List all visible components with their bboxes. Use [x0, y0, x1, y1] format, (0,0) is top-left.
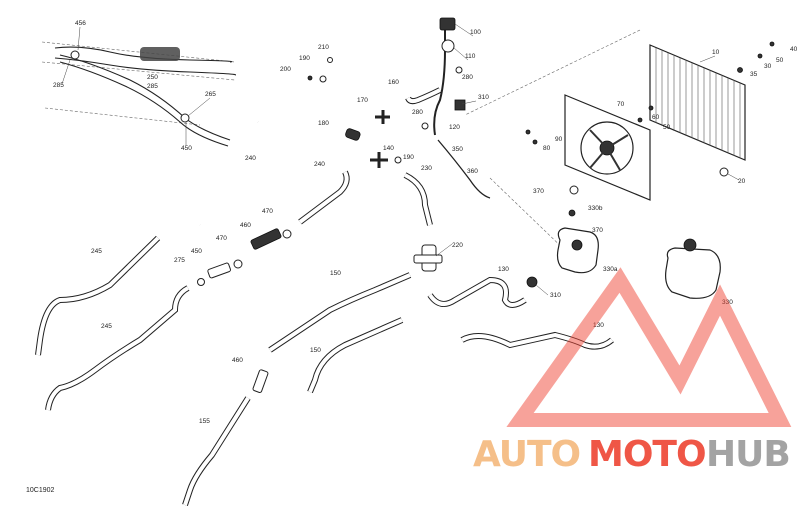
diagram-id: 10C1902	[26, 487, 55, 494]
callout-330: 330	[722, 299, 733, 306]
radiator	[649, 41, 775, 177]
watermark: AUTO MOTO HUB	[473, 267, 792, 475]
callout-90: 90	[555, 136, 563, 143]
callout-265: 265	[205, 91, 216, 98]
callout-285b: 285	[147, 83, 158, 90]
fittings-row	[197, 228, 292, 286]
callout-130a: 130	[498, 266, 509, 273]
callout-450: 450	[181, 145, 192, 152]
callout-10: 10	[712, 49, 720, 56]
clamp-hose-dark	[140, 47, 180, 61]
callout-470b: 470	[262, 208, 273, 215]
hose-130-b	[460, 331, 614, 350]
callout-190b: 190	[403, 154, 414, 161]
reservoir-330	[665, 238, 721, 299]
callout-170: 170	[357, 97, 368, 104]
callout-450b: 450	[191, 248, 202, 255]
callout-60: 60	[652, 114, 660, 121]
callout-250: 250	[147, 74, 158, 81]
callout-150a: 150	[330, 270, 341, 277]
frame-detail	[41, 41, 236, 147]
leader-lines	[61, 23, 740, 296]
watermark-text-auto: AUTO	[473, 434, 580, 475]
callout-130b: 130	[593, 322, 604, 329]
callout-330b: 330b	[588, 205, 603, 212]
callout-140: 140	[383, 145, 394, 152]
callout-120: 120	[449, 124, 460, 131]
center-fittings	[307, 17, 571, 256]
callout-190: 190	[299, 55, 310, 62]
callout-160: 160	[388, 79, 399, 86]
callout-460: 460	[240, 222, 251, 229]
callout-350: 350	[452, 146, 463, 153]
fan-assembly	[525, 94, 654, 201]
reservoir-330a	[556, 185, 599, 274]
callout-80: 80	[543, 145, 551, 152]
callout-280b: 280	[412, 109, 423, 116]
hose-130-a	[427, 276, 538, 308]
callout-30: 30	[764, 63, 772, 70]
callout-460b: 460	[232, 357, 243, 364]
part-callouts: 456 285 250 285 265 450 240 240 245 245 …	[53, 20, 798, 425]
callout-360: 360	[467, 168, 478, 175]
hose-245-a	[35, 235, 161, 356]
watermark-logo-shape	[506, 267, 792, 427]
callout-220: 220	[452, 242, 463, 249]
callout-200: 200	[280, 66, 291, 73]
callout-370b: 370	[592, 227, 603, 234]
callout-35: 35	[750, 71, 758, 78]
hose-240-a	[197, 120, 291, 226]
callout-245a: 245	[91, 248, 102, 255]
callout-180: 180	[318, 120, 329, 127]
callout-330a: 330a	[603, 266, 618, 273]
callout-50: 50	[776, 57, 784, 64]
callout-456: 456	[75, 20, 86, 27]
callout-470a: 470	[216, 235, 227, 242]
hose-150-b	[307, 317, 404, 394]
clamp-456	[70, 50, 80, 60]
callout-310: 310	[478, 94, 489, 101]
callout-100: 100	[470, 29, 481, 36]
callout-70: 70	[617, 101, 625, 108]
callout-155: 155	[199, 418, 210, 425]
callout-110: 110	[465, 53, 476, 60]
hose-240-b	[298, 170, 350, 225]
tee-fitting-220	[413, 244, 443, 272]
clamp-265	[180, 113, 190, 123]
callout-280: 280	[462, 74, 473, 81]
callout-210: 210	[318, 44, 329, 51]
hose-150-a	[268, 272, 412, 353]
callout-240a: 240	[245, 155, 256, 162]
callout-245b: 245	[101, 323, 112, 330]
callout-240b: 240	[314, 161, 325, 168]
callout-50b: 50	[663, 124, 671, 131]
callout-20: 20	[738, 178, 746, 185]
callout-230: 230	[421, 165, 432, 172]
watermark-text-hub: HUB	[706, 434, 790, 475]
callout-285: 285	[53, 82, 64, 89]
hose-245-b	[45, 285, 190, 411]
callout-310b: 310	[550, 292, 561, 299]
watermark-text-moto: MOTO	[588, 434, 706, 475]
callout-40: 40	[790, 46, 798, 53]
callout-370a: 370	[533, 188, 544, 195]
callout-150b: 150	[310, 347, 321, 354]
hose-155	[182, 369, 269, 506]
callout-275: 275	[174, 257, 185, 264]
